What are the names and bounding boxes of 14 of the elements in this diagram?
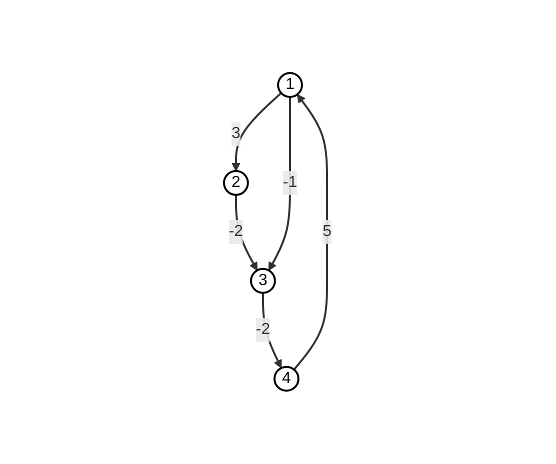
- node-circle: 2: [223, 170, 250, 196]
- arrow: [268, 97, 292, 271]
- node-circle: 1: [277, 72, 304, 98]
- arrow: [232, 92, 282, 172]
- arrow: [294, 94, 328, 370]
- edge-label: -2: [229, 223, 244, 240]
- arrow: [235, 195, 258, 271]
- edge-label: -2: [256, 320, 270, 338]
- arrow: [262, 292, 282, 368]
- node-circle: 4: [274, 366, 300, 392]
- edge-label: 5: [322, 223, 332, 240]
- edge-label: 3: [232, 125, 241, 142]
- node-circle: 3: [250, 268, 276, 294]
- edge-label: -1: [283, 174, 298, 192]
